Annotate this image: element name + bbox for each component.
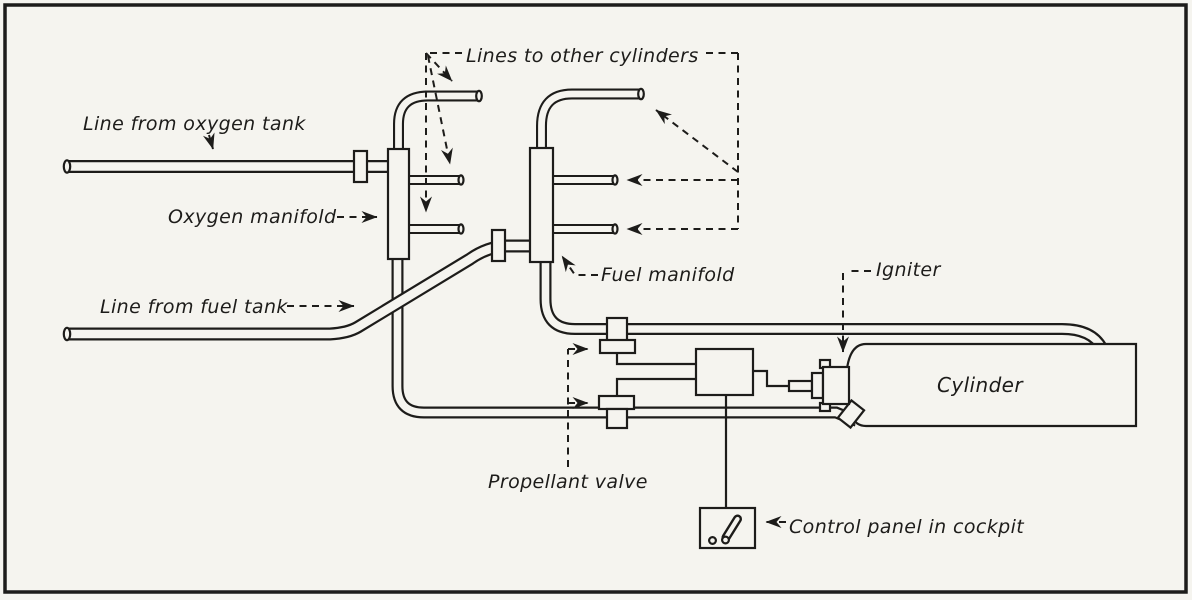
propellant-valve-lower <box>597 394 636 430</box>
propellant-valve-pointer <box>567 343 589 467</box>
oxygen-line-flange <box>352 149 369 184</box>
label-lines-to-other-cylinders: Lines to other cylinders <box>466 45 699 67</box>
fuel-supply-pipe <box>66 246 532 334</box>
oxygen-manifold-top-pipe <box>399 96 480 152</box>
fuel-manifold-body <box>528 146 555 264</box>
igniter-assembly <box>787 358 851 413</box>
label-cylinder: Cylinder <box>937 373 1024 397</box>
fuel-line-flange <box>490 228 507 263</box>
valve-linkage-wires <box>615 352 790 508</box>
lines-to-other-cylinders-pointers <box>420 52 739 235</box>
valve-actuator-box <box>694 347 755 397</box>
oxygen-manifold-body <box>386 147 411 261</box>
propellant-valve-upper <box>598 316 637 355</box>
oxygen-inlet-collar <box>836 398 866 430</box>
diagram-border <box>3 3 1188 594</box>
igniter-pointer <box>837 270 871 353</box>
label-line-from-oxygen-tank: Line from oxygen tank <box>83 113 306 135</box>
label-propellant-valve: Propellant valve <box>488 471 648 493</box>
label-oxygen-manifold: Oxygen manifold <box>168 206 337 228</box>
label-line-from-fuel-tank: Line from fuel tank <box>100 296 288 318</box>
fuel-manifold-pointer <box>561 255 598 276</box>
control-panel-box <box>698 506 757 550</box>
label-fuel-manifold: Fuel manifold <box>601 264 735 286</box>
fuel-manifold-stubs <box>553 180 615 229</box>
oxygen-tank-label-arrow <box>202 132 215 150</box>
fuel-manifold-top-pipe <box>542 94 642 150</box>
pipe-end-caps <box>62 87 645 342</box>
label-control-panel-in-cockpit: Control panel in cockpit <box>789 516 1025 538</box>
label-igniter: Igniter <box>876 259 942 281</box>
oxygen-manifold-stubs <box>409 180 461 229</box>
